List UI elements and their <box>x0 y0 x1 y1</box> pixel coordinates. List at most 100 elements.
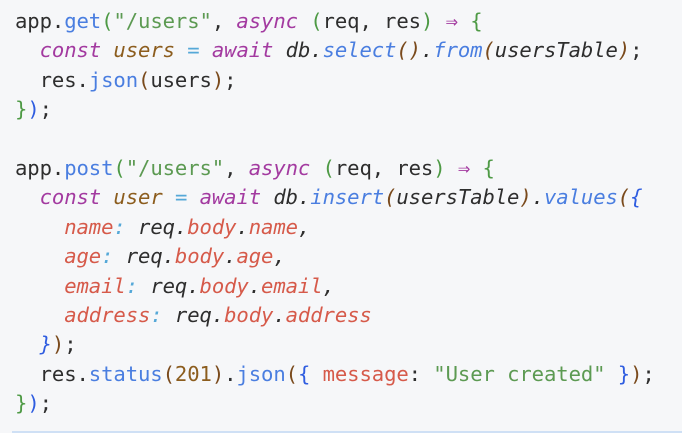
code-token: const <box>39 185 102 210</box>
code-token: db. <box>261 185 311 210</box>
code-block: app.get("/users", async (req, res) ⇒ { c… <box>15 7 655 418</box>
code-token <box>310 156 322 180</box>
code-token: ( <box>162 361 175 386</box>
code-token: ( <box>285 361 298 386</box>
code-token: email <box>64 273 126 298</box>
code-token: name <box>64 214 114 239</box>
code-token <box>15 215 64 239</box>
code-token: { <box>482 155 495 180</box>
code-token <box>15 303 64 327</box>
code-token: ( <box>310 9 323 33</box>
code-token: ) <box>211 67 225 92</box>
code-token <box>15 274 64 298</box>
code-token: const <box>39 38 102 63</box>
code-token: , <box>224 155 249 180</box>
code-token: req, res <box>322 9 421 33</box>
code-token: . <box>248 273 262 298</box>
code-token: ( <box>384 185 397 210</box>
code-token: ; <box>642 361 655 386</box>
code-line: res.status(201).json({ message: "User cr… <box>15 360 655 389</box>
code-token: await <box>211 38 274 63</box>
code-token <box>15 38 40 62</box>
code-token: : <box>113 214 126 239</box>
code-token <box>470 156 482 180</box>
code-token <box>15 185 40 209</box>
code-token: , <box>322 273 335 298</box>
code-token: } <box>617 361 631 386</box>
code-token: values <box>544 185 618 210</box>
code-token: status <box>88 361 163 386</box>
code-token: : <box>125 273 139 298</box>
code-token: } <box>39 332 52 357</box>
code-token: user <box>113 185 163 210</box>
code-token <box>421 362 433 386</box>
code-token: = <box>187 38 200 63</box>
code-token <box>605 362 617 386</box>
code-token: async <box>248 155 311 180</box>
code-token: : <box>150 302 163 327</box>
code-token: ( <box>617 185 631 210</box>
code-token: async <box>236 9 298 33</box>
code-token: . <box>236 214 249 239</box>
code-token <box>15 332 40 356</box>
code-token: () <box>396 38 421 63</box>
code-token <box>200 38 212 62</box>
code-token: ( <box>101 9 114 33</box>
code-token: res. <box>15 361 89 386</box>
code-token: db. <box>273 38 323 63</box>
code-token: ) <box>617 38 631 63</box>
code-token: address <box>64 302 151 327</box>
code-token <box>101 38 113 62</box>
code-token <box>187 185 199 209</box>
code-token: body <box>224 302 274 327</box>
code-token: ; <box>64 332 77 357</box>
code-token <box>458 9 470 33</box>
code-token: ) <box>630 361 643 386</box>
code-token: req. <box>138 273 200 298</box>
code-token: { <box>297 361 311 386</box>
code-token: "/users" <box>113 9 212 33</box>
code-token: , <box>211 9 237 33</box>
code-line: const user = await db.insert(usersTable)… <box>15 183 655 212</box>
code-token: . <box>531 185 544 210</box>
code-token: message <box>322 361 409 386</box>
code-token: usersTable <box>396 185 520 210</box>
code-token: : <box>101 244 114 269</box>
code-token: get <box>64 9 102 33</box>
divider <box>12 431 682 433</box>
code-token: ⇒ <box>457 155 471 180</box>
code-token: "User created" <box>433 361 606 386</box>
code-token: ( <box>138 67 151 92</box>
code-token: body <box>187 214 237 239</box>
code-token: await <box>199 185 262 210</box>
code-token: ; <box>39 97 52 122</box>
code-line: address: req.body.address <box>15 301 655 330</box>
code-token: res. <box>15 67 89 92</box>
code-token: ) <box>420 9 434 33</box>
code-token: . <box>420 38 434 63</box>
code-token <box>310 362 322 386</box>
code-token: body <box>199 273 249 298</box>
code-token: age <box>64 244 102 269</box>
code-token: ( <box>322 155 335 180</box>
code-line: const users = await db.select().from(use… <box>15 36 655 65</box>
code-token: ( <box>482 38 495 63</box>
code-token: req, res <box>334 155 434 180</box>
code-line: email: req.body.email, <box>15 272 655 301</box>
code-token <box>15 244 64 268</box>
code-line: app.post("/users", async (req, res) ⇒ { <box>15 154 655 183</box>
code-token: ) <box>51 332 65 357</box>
code-token: email <box>261 273 323 298</box>
code-token <box>101 185 113 209</box>
code-line: }); <box>15 95 655 124</box>
code-token: body <box>174 244 225 269</box>
code-token <box>446 156 458 180</box>
code-token: ⇒ <box>445 9 458 33</box>
code-token: } <box>15 391 28 416</box>
code-token: : <box>408 361 421 386</box>
code-token: req. <box>162 302 225 327</box>
code-token: "/users" <box>125 155 225 180</box>
code-token: ; <box>39 391 52 416</box>
code-token: = <box>174 185 188 210</box>
code-line: name: req.body.name, <box>15 213 655 242</box>
